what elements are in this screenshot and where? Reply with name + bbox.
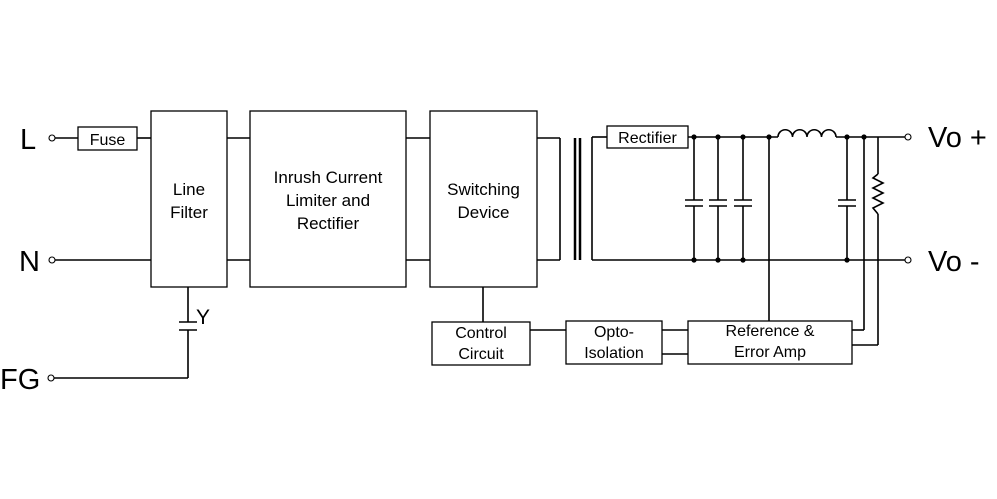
terminal-vo-minus-label: Vo -: [928, 246, 980, 278]
junction-dots: [691, 134, 867, 263]
line-filter-label-line2: Filter: [170, 203, 208, 222]
terminal-vo-minus-circle: [904, 256, 912, 264]
terminal-n-circle: [48, 256, 56, 264]
control-circuit-block: Control Circuit: [431, 321, 531, 366]
reference-error-amp-block: Reference & Error Amp: [687, 320, 853, 365]
output-capacitor-1: [685, 199, 703, 207]
output-capacitor-2: [709, 199, 727, 207]
output-capacitor-3: [734, 199, 752, 207]
rectifier-block: Rectifier: [606, 125, 689, 149]
terminal-l-label: L: [20, 124, 36, 156]
output-capacitor-4: [838, 199, 856, 207]
terminal-fg-label: FG: [0, 364, 40, 396]
resistor-symbol: [871, 173, 885, 215]
inductor-symbol: [777, 129, 837, 138]
opto-label-line1: Opto-: [594, 324, 634, 341]
terminal-vo-plus-label: Vo +: [928, 122, 987, 154]
line-filter-block: Line Filter: [150, 110, 228, 288]
terminal-fg-circle: [47, 374, 55, 382]
terminal-l-circle: [48, 134, 56, 142]
reference-label-line1: Reference &: [726, 323, 815, 340]
y-capacitor-symbol: [179, 321, 197, 331]
line-filter-label-line1: Line: [173, 180, 205, 199]
terminal-vo-plus-circle: [904, 133, 912, 141]
switching-device-block: Switching Device: [429, 110, 538, 288]
terminal-n-label: N: [19, 246, 40, 278]
inrush-label-line2: Limiter and: [286, 191, 370, 210]
control-label-line2: Circuit: [458, 346, 504, 363]
transformer-symbol: [559, 137, 593, 260]
wires: [54, 136, 905, 379]
inrush-label-line1: Inrush Current: [274, 168, 383, 187]
fuse-label: Fuse: [90, 132, 126, 149]
y-capacitor-label: Y: [196, 306, 210, 329]
switching-label-line1: Switching: [447, 180, 520, 199]
switching-label-line2: Device: [458, 203, 510, 222]
opto-isolation-block: Opto- Isolation: [565, 320, 663, 365]
inrush-label-line3: Rectifier: [297, 214, 360, 233]
control-label-line1: Control: [455, 325, 507, 342]
opto-label-line2: Isolation: [584, 345, 644, 362]
inrush-limiter-block: Inrush Current Limiter and Rectifier: [249, 110, 407, 288]
reference-label-line2: Error Amp: [734, 344, 806, 361]
rectifier-label: Rectifier: [618, 130, 677, 147]
fuse-block: Fuse: [77, 126, 138, 151]
